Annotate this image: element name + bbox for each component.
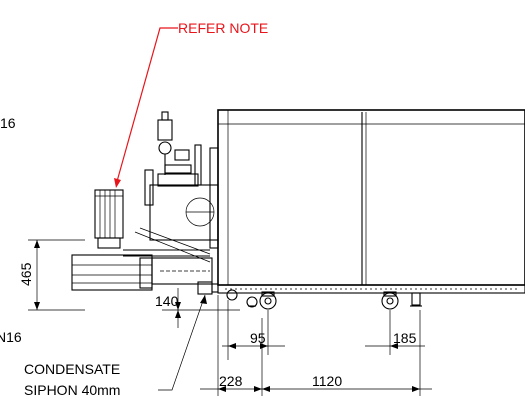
front-castor-small <box>246 296 258 308</box>
dim-140-label: 140 <box>155 293 179 309</box>
rear-castor-left <box>381 291 399 310</box>
dim-185-label: 185 <box>393 330 417 346</box>
dim-1120-label: 1120 <box>312 373 342 389</box>
refer-note-label: REFER NOTE <box>178 20 268 36</box>
dimension-228-1120: 228 1120 <box>200 295 432 396</box>
refer-note-callout: REFER NOTE <box>114 20 268 188</box>
dimension-185: 185 <box>365 310 425 355</box>
pressure-regulator <box>157 111 202 186</box>
condensate-label-line1: CONDENSATE <box>24 361 120 377</box>
dimension-465: 465 <box>18 239 85 311</box>
dimension-140: 140 <box>155 288 240 328</box>
front-castor-left <box>259 291 277 310</box>
blower-motor <box>94 189 124 249</box>
gas-valve-train <box>144 147 219 249</box>
condensate-siphon-leader <box>158 294 207 391</box>
dim-228-label: 228 <box>219 373 243 389</box>
condensate-trap <box>197 281 238 301</box>
partial-label-top: 16 <box>0 115 16 131</box>
boiler-casing <box>217 109 525 286</box>
dim-95-label: 95 <box>250 330 266 346</box>
dim-465-label: 465 <box>18 262 34 286</box>
gas-inlet-pipe <box>123 227 213 285</box>
rear-castor-small <box>410 292 422 307</box>
partial-label-left: N16 <box>0 329 22 345</box>
dimension-95: 95 <box>222 300 285 360</box>
burner-fan-housing <box>71 254 153 291</box>
condensate-label-line2: SIPHON 40mm <box>24 382 120 398</box>
